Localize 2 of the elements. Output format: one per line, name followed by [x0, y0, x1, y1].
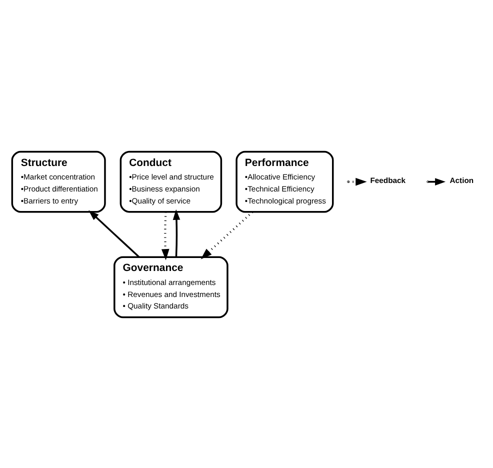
legend-label: Action — [450, 176, 474, 185]
legend-label: Feedback — [370, 176, 406, 185]
